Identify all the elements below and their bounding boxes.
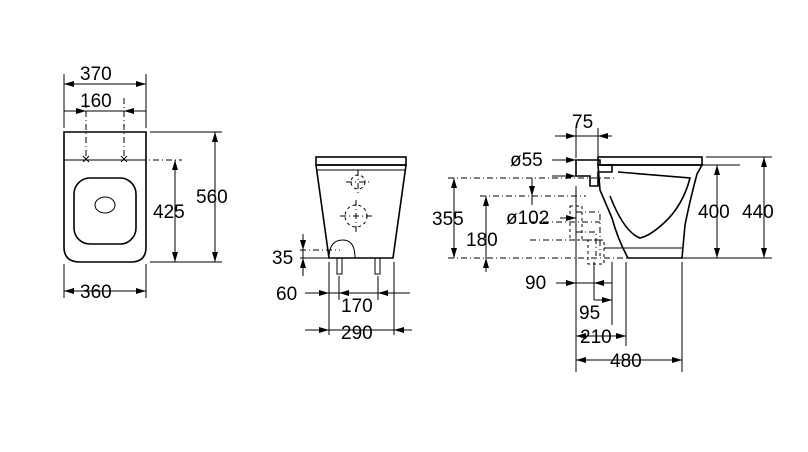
dim-102-label: ø102 (506, 208, 549, 229)
dim-355-label: 355 (432, 209, 464, 230)
dim-440-label: 440 (742, 202, 774, 223)
dim-60-label: 60 (276, 284, 297, 305)
section-bowl-inner (609, 171, 692, 239)
front-seat (73, 177, 137, 245)
section-lid (597, 156, 703, 166)
front-view: 370 160 560 425 360 (63, 64, 228, 303)
section-outlet-pipe (576, 211, 601, 256)
side-inlet-marker-lower (340, 200, 372, 232)
side-fixing-bolts (336, 257, 381, 275)
side-outlet-arc (328, 239, 356, 259)
dim-75-label: 75 (572, 112, 593, 133)
dim-210-label: 210 (580, 327, 612, 348)
section-inlet-pipe (575, 159, 613, 187)
dim-35-label: 35 (272, 248, 293, 269)
dim-370-label: 370 (80, 64, 112, 85)
side-lid (315, 156, 407, 166)
dim-290-label: 290 (341, 323, 373, 344)
dim-170-label: 170 (341, 296, 373, 317)
front-body-outline (63, 131, 147, 263)
section-view: 75 ø55 355 180 ø102 400 (432, 112, 774, 372)
side-view: 35 60 170 290 (272, 156, 412, 344)
dim-425-label: 425 (153, 202, 185, 223)
side-inlet-marker-upper (346, 170, 370, 194)
side-body-outline (315, 164, 407, 259)
dim-480-label: 480 (610, 351, 642, 372)
front-fixing-holes (82, 155, 128, 163)
section-bowl-outer (597, 164, 704, 259)
dim-180-label: 180 (466, 230, 498, 251)
dim-360-label: 360 (80, 282, 112, 303)
dim-95-label: 95 (579, 303, 600, 324)
dim-400-label: 400 (698, 202, 730, 223)
dim-160-label: 160 (80, 91, 112, 112)
dim-55-label: ø55 (510, 150, 543, 171)
dim-90-label: 90 (525, 273, 546, 294)
dim-560-label: 560 (196, 187, 228, 208)
front-flush-marker (94, 196, 116, 214)
